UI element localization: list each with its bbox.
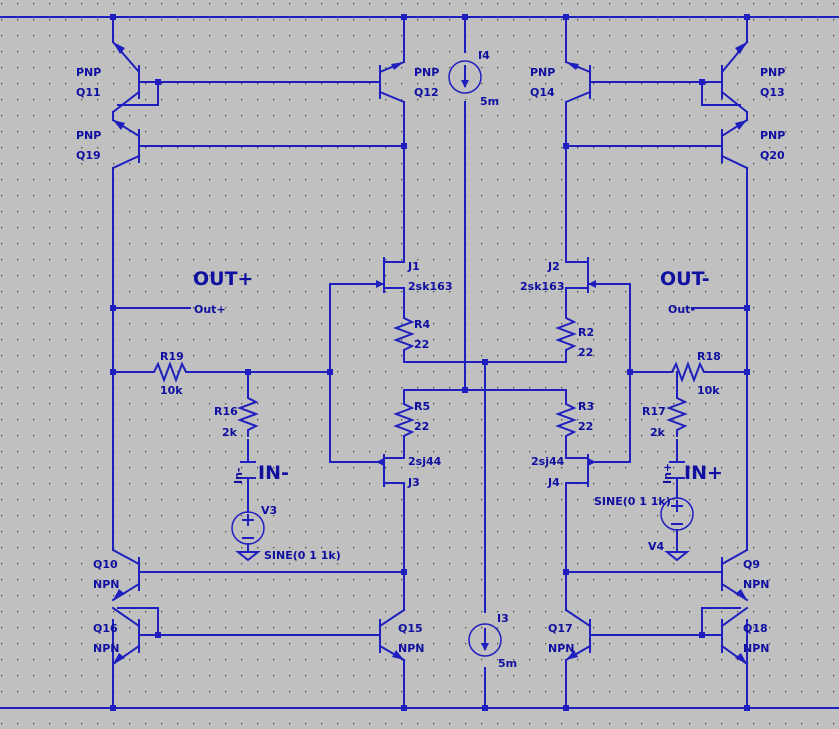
- j3-model: 2sj44: [408, 455, 442, 468]
- net-label-out-plus: Out+: [194, 303, 226, 316]
- q17-type: NPN: [548, 642, 574, 655]
- transistor-q16: [111, 606, 141, 666]
- r16-ref: R16: [214, 405, 238, 418]
- r2-value: 22: [578, 346, 593, 359]
- j2-ref: J2: [547, 260, 560, 273]
- r2-ref: R2: [578, 326, 594, 339]
- net-stubs: [240, 461, 685, 479]
- v3-ref: V3: [261, 504, 277, 517]
- q13-ref: Q13: [760, 86, 785, 99]
- r18-ref: R18: [697, 350, 721, 363]
- resistor-r17: [666, 391, 688, 437]
- r5-ref: R5: [414, 400, 430, 413]
- heading-in-plus: IN+: [684, 462, 723, 484]
- q12-ref: Q12: [414, 86, 439, 99]
- q18-ref: Q18: [743, 622, 768, 635]
- q16-type: NPN: [93, 642, 119, 655]
- v4-spec: SINE(0 1 1k): [594, 495, 671, 508]
- q15-ref: Q15: [398, 622, 423, 635]
- voltage-source-v3: [231, 511, 265, 562]
- jfet-j4: [565, 454, 596, 487]
- q14-type: PNP: [530, 66, 555, 79]
- resistor-r19: [149, 361, 191, 383]
- q20-ref: Q20: [760, 149, 785, 162]
- resistor-r4: [393, 311, 415, 361]
- resistor-r18: [667, 361, 709, 383]
- r17-value: 2k: [650, 426, 666, 439]
- jfet-j1: [376, 257, 405, 293]
- heading-out-plus: OUT+: [193, 268, 253, 290]
- transistor-q15: [378, 608, 406, 662]
- q14-ref: Q14: [530, 86, 555, 99]
- net-label-out-minus: Out-: [668, 303, 695, 316]
- j4-model: 2sj44: [531, 455, 565, 468]
- j2-model: 2sk163: [520, 280, 564, 293]
- heading-out-minus: OUT-: [660, 268, 710, 290]
- v3-spec: SINE(0 1 1k): [264, 549, 341, 562]
- net-label-in-plus: In+: [661, 463, 674, 484]
- r17-ref: R17: [642, 405, 666, 418]
- transistor-q9: [720, 548, 749, 602]
- i3-ref: I3: [497, 612, 509, 625]
- q15-type: NPN: [398, 642, 424, 655]
- transistor-q13: [720, 40, 749, 114]
- j3-ref: J3: [407, 476, 420, 489]
- current-source-i3: [468, 623, 502, 657]
- transistor-q17: [564, 608, 592, 662]
- r5-value: 22: [414, 420, 429, 433]
- i3-value: 5m: [498, 657, 517, 670]
- q9-ref: Q9: [743, 558, 760, 571]
- r3-value: 22: [578, 420, 593, 433]
- resistor-r2: [555, 311, 577, 361]
- transistor-q19: [111, 118, 141, 170]
- i4-ref: I4: [478, 49, 490, 62]
- q16-ref: Q16: [93, 622, 118, 635]
- transistor-q10: [111, 548, 141, 602]
- q9-type: NPN: [743, 578, 769, 591]
- jfet-j3: [376, 454, 405, 487]
- transistor-q20: [720, 118, 749, 170]
- transistor-q18: [720, 606, 749, 666]
- q10-type: NPN: [93, 578, 119, 591]
- resistor-r3: [555, 399, 577, 439]
- q11-type: PNP: [76, 66, 101, 79]
- j1-ref: J1: [407, 260, 420, 273]
- jfet-j2: [565, 257, 596, 293]
- r19-ref: R19: [160, 350, 184, 363]
- q17-ref: Q17: [548, 622, 573, 635]
- r4-ref: R4: [414, 318, 430, 331]
- q12-type: PNP: [414, 66, 439, 79]
- r19-value: 10k: [160, 384, 183, 397]
- j1-model: 2sk163: [408, 280, 452, 293]
- resistor-r5: [393, 399, 415, 439]
- r3-ref: R3: [578, 400, 594, 413]
- q18-type: NPN: [743, 642, 769, 655]
- q19-type: PNP: [76, 129, 101, 142]
- junction-dots: [110, 14, 750, 711]
- transistor-q14: [564, 60, 592, 104]
- v4-ref: V4: [648, 540, 665, 553]
- r4-value: 22: [414, 338, 429, 351]
- q11-ref: Q11: [76, 86, 101, 99]
- transistor-q11: [111, 40, 141, 114]
- i4-value: 5m: [480, 95, 499, 108]
- current-source-i4: [448, 60, 482, 94]
- transistor-q12: [378, 60, 406, 104]
- net-label-in-minus: In-: [232, 468, 245, 485]
- q20-type: PNP: [760, 129, 785, 142]
- j4-ref: J4: [547, 476, 560, 489]
- q10-ref: Q10: [93, 558, 118, 571]
- q19-ref: Q19: [76, 149, 101, 162]
- q13-type: PNP: [760, 66, 785, 79]
- voltage-source-v4: [660, 497, 694, 562]
- resistor-r16: [237, 391, 259, 437]
- heading-in-minus: IN-: [258, 462, 289, 484]
- supply-rails: [0, 16, 839, 709]
- r18-value: 10k: [697, 384, 720, 397]
- r16-value: 2k: [222, 426, 238, 439]
